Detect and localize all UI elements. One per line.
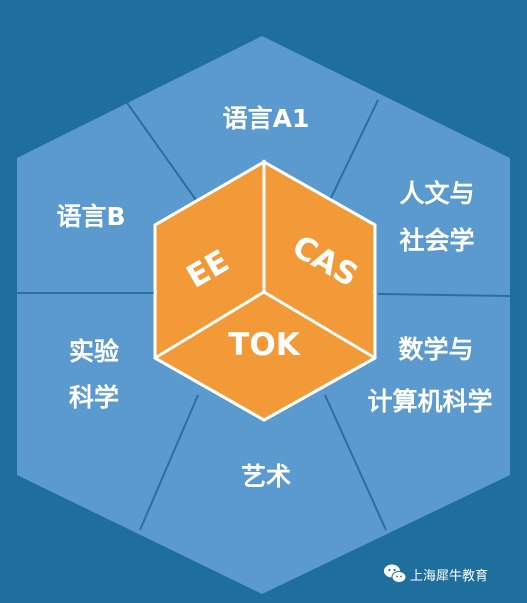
divider-bottom-right bbox=[324, 394, 387, 531]
segment-arts-label: 艺术 bbox=[241, 462, 291, 491]
divider-top-left bbox=[124, 99, 197, 201]
segment-experimental-sciences-line2: 科学 bbox=[69, 383, 119, 412]
segment-individuals-societies-line2: 社会学 bbox=[399, 226, 474, 255]
watermark: 上海犀牛教育 bbox=[384, 564, 488, 584]
segment-mathematics-cs-line1: 数学与 bbox=[398, 335, 473, 364]
segment-language-b-label: 语言B bbox=[56, 202, 125, 231]
segment-individuals-societies-line1: 人文与 bbox=[399, 179, 474, 208]
divider-top-right bbox=[329, 99, 379, 201]
divider-bottom-left bbox=[139, 394, 199, 531]
segment-mathematics-cs-line2: 计算机科学 bbox=[367, 387, 492, 416]
segment-experimental-sciences-line1: 实验 bbox=[69, 337, 119, 366]
segment-language-a1-label: 语言A1 bbox=[223, 104, 310, 133]
divider-right bbox=[377, 293, 511, 297]
watermark-text: 上海犀牛教育 bbox=[410, 568, 488, 584]
wechat-icon bbox=[384, 564, 407, 583]
core-tok-label: TOK bbox=[228, 327, 300, 363]
segment-dividers bbox=[17, 99, 511, 531]
core-cube bbox=[153, 159, 377, 422]
